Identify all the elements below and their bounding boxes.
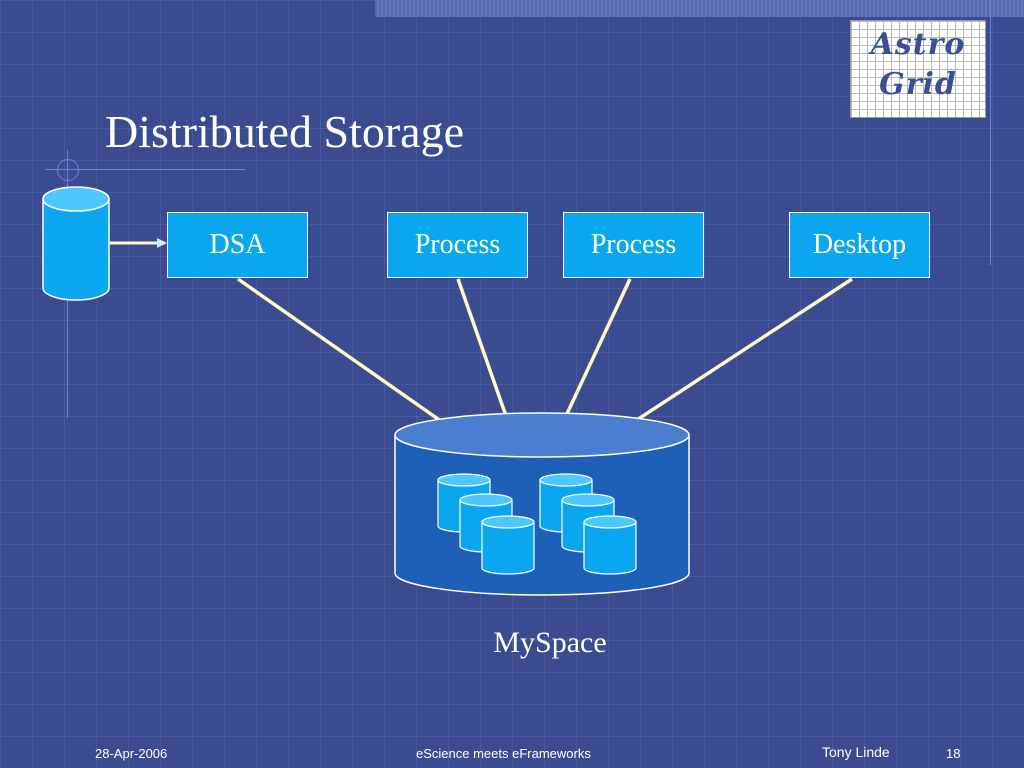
crosshair-circle-icon (57, 159, 79, 181)
arrow-process1-to-myspace (456, 278, 515, 435)
footer-title: eScience meets eFrameworks (416, 746, 591, 761)
dsa-box: DSA (167, 212, 308, 278)
arrow-process2-to-myspace (556, 278, 632, 435)
top-pattern-bar (375, 0, 1024, 17)
logo-text-grid: Grid (879, 67, 957, 102)
decorative-right-vertical-line (990, 0, 991, 265)
decorative-horizontal-line (45, 169, 245, 170)
astrogrid-logo: Astro Grid (850, 20, 986, 118)
footer-page-number: 18 (946, 746, 961, 761)
small-cylinder-icon (583, 515, 637, 575)
desktop-box: Desktop (789, 212, 930, 278)
process-box-1: Process (387, 212, 528, 278)
database-cylinder-icon (42, 186, 110, 301)
process-box-2: Process (563, 212, 704, 278)
logo-text-astro: Astro (870, 27, 966, 62)
footer-author: Tony Linde (822, 744, 890, 760)
myspace-label: MySpace (493, 626, 607, 659)
footer-date: 28-Apr-2006 (95, 746, 168, 761)
slide-title: Distributed Storage (105, 106, 464, 157)
arrow-dsa-to-myspace (236, 277, 460, 435)
small-cylinder-icon (481, 515, 535, 575)
arrow-desktop-to-myspace (618, 277, 853, 433)
